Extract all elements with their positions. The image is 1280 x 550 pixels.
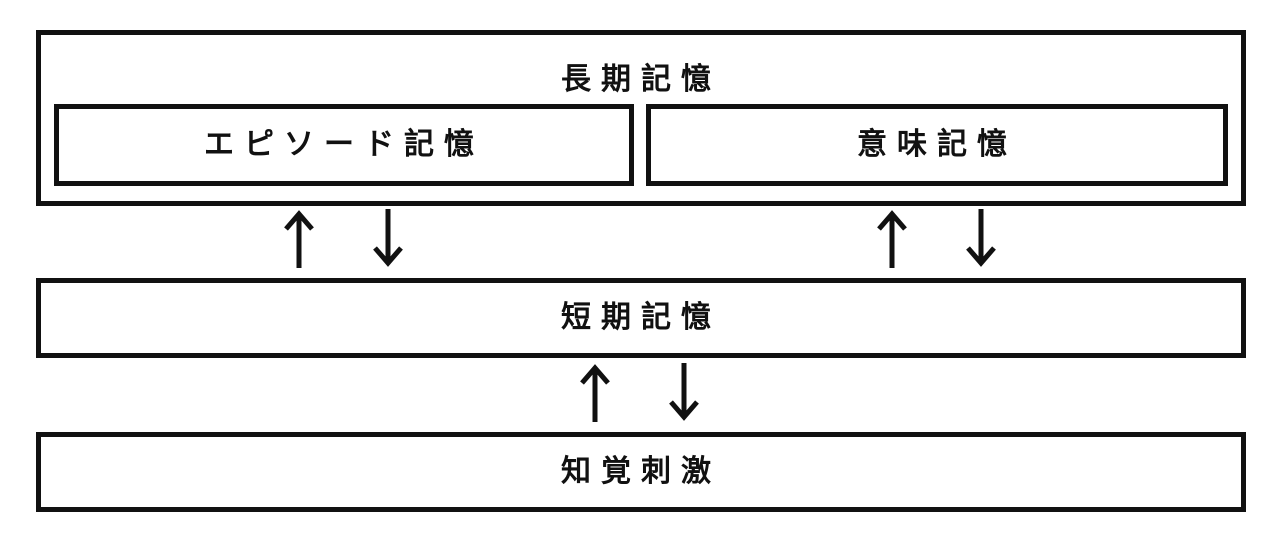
up-arrow-icon [575, 362, 615, 424]
episodic-memory-box: エピソード記憶 [54, 104, 634, 186]
episodic-memory-label: エピソード記憶 [204, 127, 484, 162]
down-arrow-icon [664, 361, 704, 423]
up-arrow-icon [872, 208, 912, 270]
up-arrow-icon [279, 208, 319, 270]
perceptual-stimulus-label: 知覚刺激 [561, 454, 721, 489]
long-term-memory-label: 長期記憶 [561, 62, 721, 97]
short-term-memory-label: 短期記憶 [561, 300, 721, 335]
down-arrow-icon [961, 207, 1001, 269]
perceptual-stimulus-box: 知覚刺激 [36, 432, 1246, 512]
semantic-memory-label: 意味記憶 [857, 127, 1017, 162]
down-arrow-icon [368, 207, 408, 269]
short-term-memory-box: 短期記憶 [36, 278, 1246, 358]
semantic-memory-box: 意味記憶 [646, 104, 1228, 186]
